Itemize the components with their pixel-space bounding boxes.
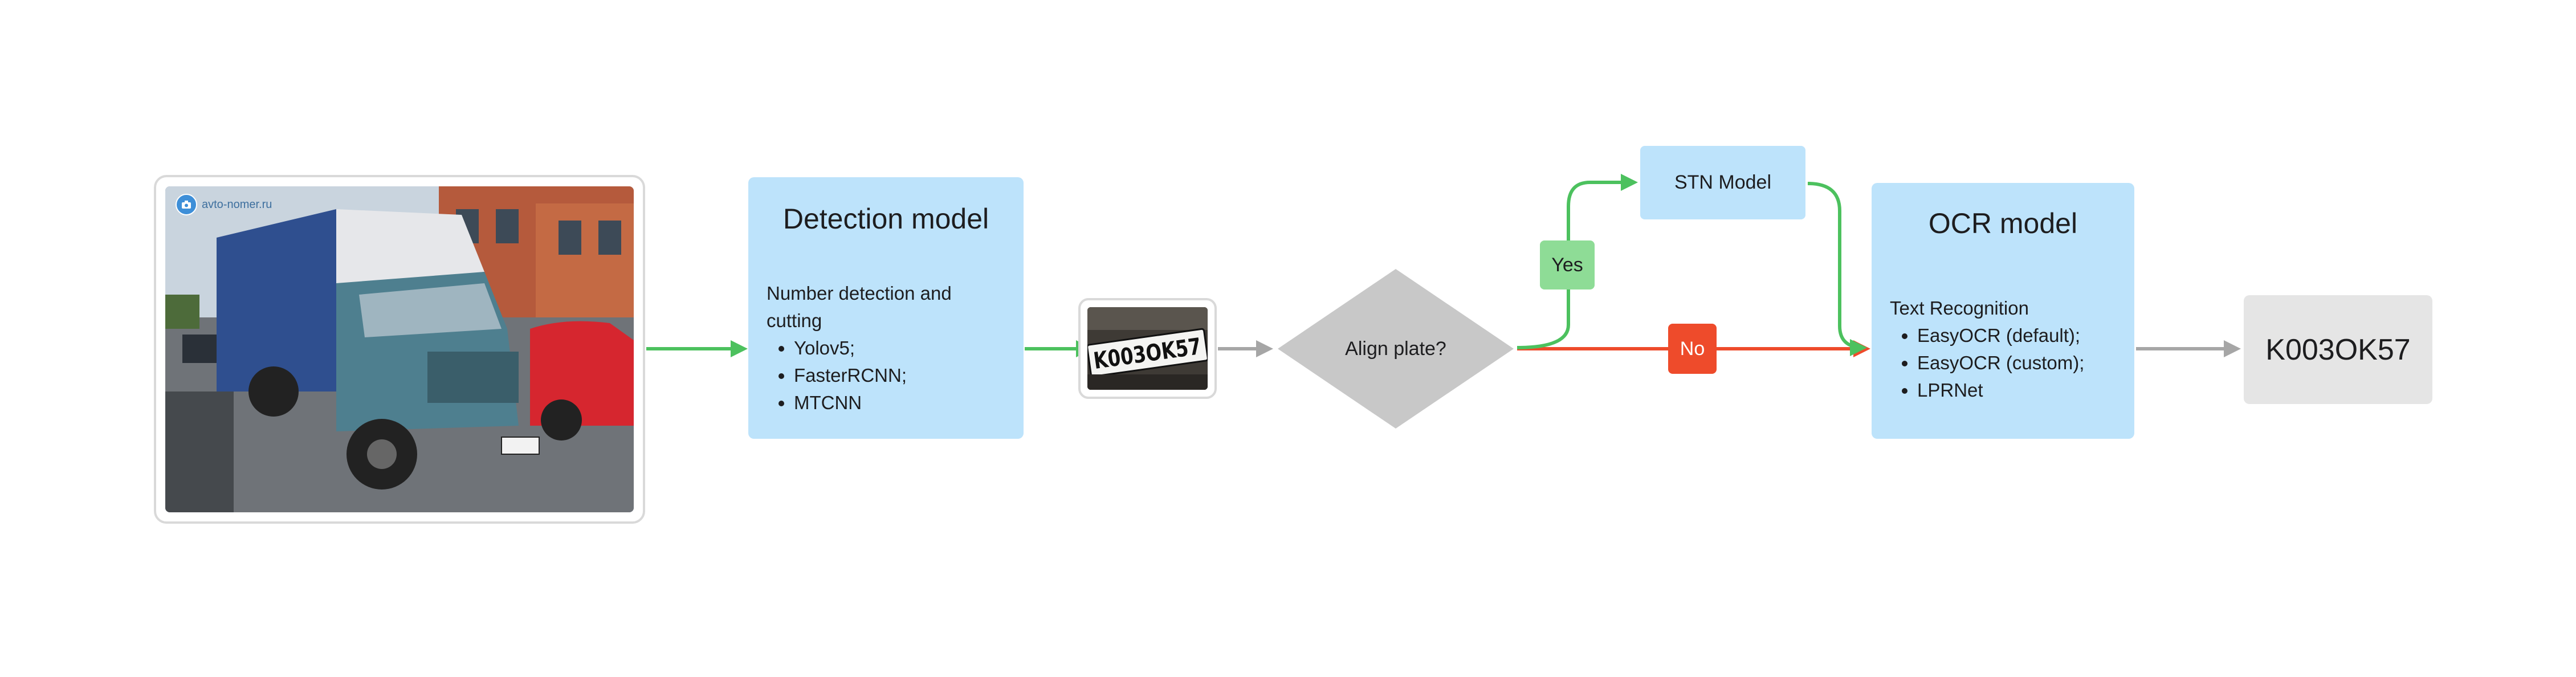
ocr-method-item: EasyOCR (default);: [1917, 322, 2129, 349]
ocr-model-box: OCR model Text Recognition EasyOCR (defa…: [1872, 183, 2134, 439]
detection-description: Number detection and cutting: [767, 283, 952, 331]
detection-body: Number detection and cutting Yolov5; Fas…: [767, 280, 1012, 417]
ocr-description: Text Recognition: [1890, 297, 2029, 319]
result-box: K003OK57: [2244, 295, 2432, 404]
ocr-method-list: EasyOCR (default); EasyOCR (custom); LPR…: [1890, 322, 2129, 404]
plate-crop-image: K003OK57: [1087, 307, 1208, 390]
no-label: No: [1668, 324, 1717, 374]
watermark: avto-nomer.ru: [176, 193, 272, 216]
input-truck-photo: avto-nomer.ru: [165, 186, 634, 512]
truck-illustration: [165, 186, 634, 512]
detection-title: Detection model: [782, 203, 989, 235]
ocr-title: OCR model: [1928, 207, 2078, 239]
ocr-body: Text Recognition EasyOCR (default); Easy…: [1890, 295, 2129, 404]
camera-icon: [176, 194, 197, 215]
plate-illustration: K003OK57: [1087, 307, 1208, 390]
decision-label: Align plate?: [1345, 337, 1446, 360]
yes-label: Yes: [1540, 240, 1595, 289]
detection-method-list: Yolov5; FasterRCNN; MTCNN: [767, 335, 1012, 417]
arrow-stn-to-ocr: [1807, 182, 1867, 356]
plate-crop-frame: K003OK57: [1078, 298, 1217, 399]
stn-model-box: STN Model: [1640, 146, 1805, 219]
decision-diamond: [1278, 269, 1514, 429]
ocr-method-item: LPRNet: [1917, 377, 2129, 404]
detection-method-item: FasterRCNN;: [794, 362, 1012, 389]
detection-model-box: Detection model Number detection and cut…: [748, 177, 1024, 439]
detection-method-item: MTCNN: [794, 389, 1012, 417]
detection-method-item: Yolov5;: [794, 335, 1012, 362]
input-photo-frame: avto-nomer.ru: [154, 175, 645, 524]
ocr-method-item: EasyOCR (custom);: [1917, 349, 2129, 377]
result-text: K003OK57: [2265, 333, 2411, 366]
arrow-decision-yes-to-stn: [1517, 174, 1638, 349]
watermark-text: avto-nomer.ru: [202, 198, 272, 211]
stn-label: STN Model: [1674, 172, 1772, 193]
